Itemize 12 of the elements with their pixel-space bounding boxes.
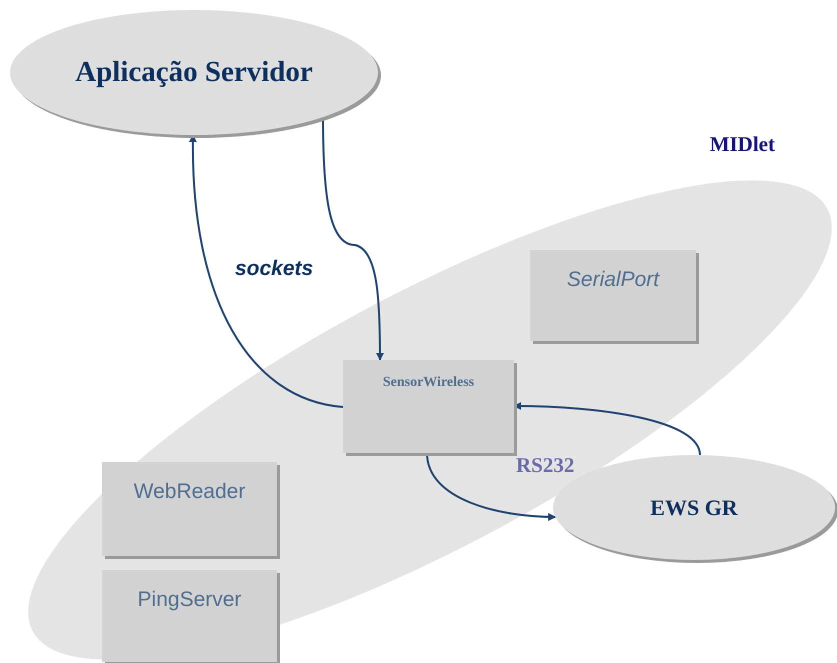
node-label: SensorWireless bbox=[382, 374, 474, 392]
node-label: SerialPort bbox=[566, 267, 660, 293]
node-label: WebReader bbox=[134, 479, 246, 505]
node-label: PingServer bbox=[138, 587, 242, 613]
component-box bbox=[343, 360, 514, 453]
node-label: Aplicação Servidor bbox=[75, 54, 313, 90]
group-label: MIDlet bbox=[710, 132, 775, 156]
component-box bbox=[530, 250, 696, 341]
edge-label: RS232 bbox=[516, 452, 574, 479]
edge-label: sockets bbox=[235, 256, 314, 282]
node-label: EWS GR bbox=[650, 494, 738, 522]
component-box bbox=[102, 462, 277, 556]
